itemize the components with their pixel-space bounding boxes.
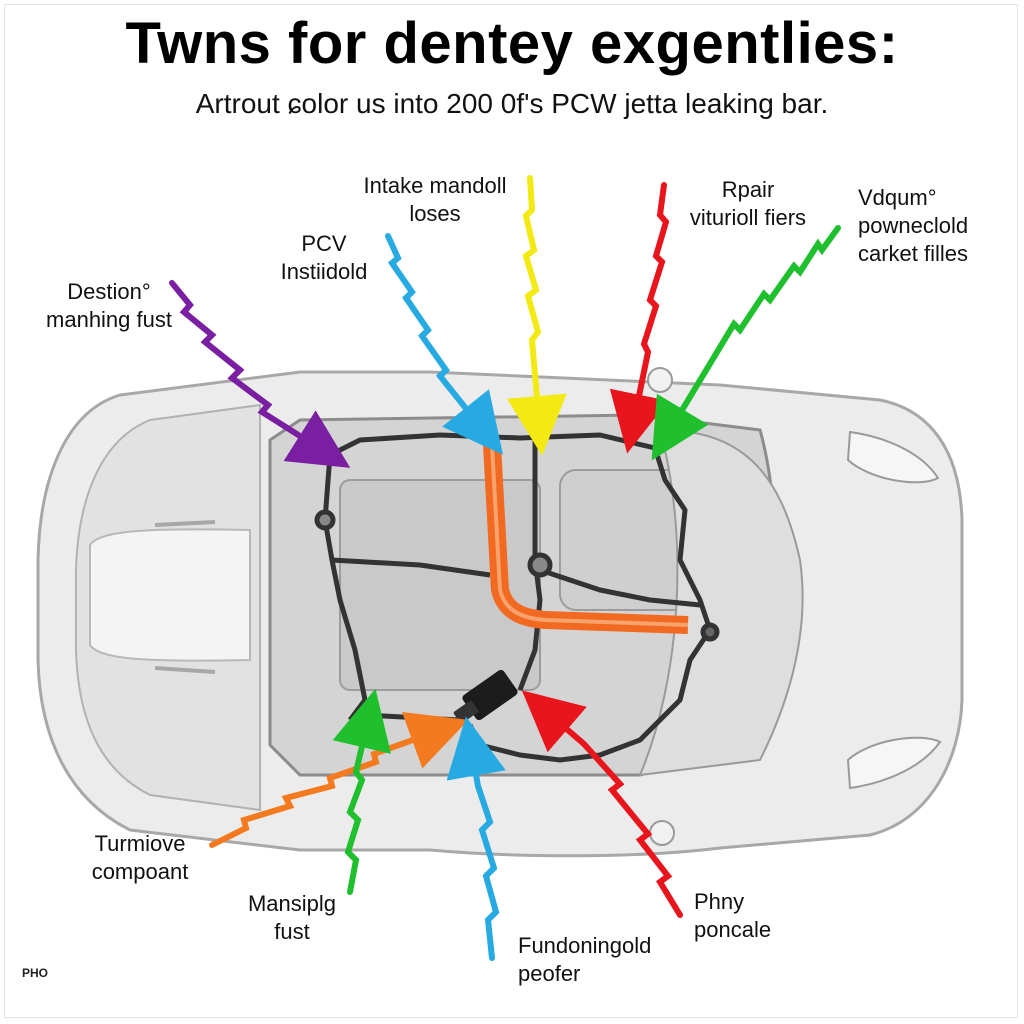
arrow-intake [506,175,567,456]
callout-turmiove: Turmiove compoant [70,830,210,886]
arrow-fundoningold [446,716,506,961]
callout-line: compoant [91,859,189,884]
callout-line: Intake mandoll [363,173,507,198]
callout-line: Mansiplg [247,891,337,916]
callout-line: viturioll fiers [689,205,807,230]
callout-destion: Destion° manhing fust [24,278,194,334]
callout-line: Destion° [67,279,151,304]
callout-intake-manifold: Intake mandoll loses [320,172,550,228]
arrow-mansiplg [332,688,392,895]
callout-line: manhing fust [46,307,172,332]
callout-pcv: PCV Instiidold [254,230,394,286]
callout-line: loses [409,201,461,226]
corner-mark: PHO [22,966,49,980]
callout-line: carket filles [858,241,969,266]
callout-line: Rpair [721,177,775,202]
callout-rpair: Rpair viturioll fiers [668,176,828,232]
callout-line: peofer [518,961,581,986]
callout-line: fust [274,919,310,944]
callout-line: Fundoningold [518,933,652,958]
callout-phny: Phny poncale [694,888,834,944]
arrow-phny [521,690,683,918]
diagram-title: Twns for dentey exgentlies: [125,11,899,76]
arrow-turmiove [209,712,469,848]
callout-line: Instiidold [280,259,368,284]
callout-line: Phny [694,889,745,914]
callout-fundoningold: Fundoningold peofer [518,932,718,988]
arrow-rpair [609,182,670,454]
callout-line: PCV [301,231,347,256]
diagram-subtitle: Artrout ɕolor us into 200 0f's PCW jetta… [195,88,829,119]
arrow-vdqum [651,225,841,461]
callout-line: powneclold [858,213,969,238]
callout-vdqum: Vdqum° powneclold carket filles [858,184,1008,268]
car-body [36,367,964,858]
callout-line: poncale [694,917,772,942]
arrow-destion [169,280,351,468]
arrow-pcv [385,233,503,455]
callout-line: Vdqum° [858,185,937,210]
callout-line: Turmiove [94,831,186,856]
callout-mansiplg: Mansiplg fust [222,890,362,946]
